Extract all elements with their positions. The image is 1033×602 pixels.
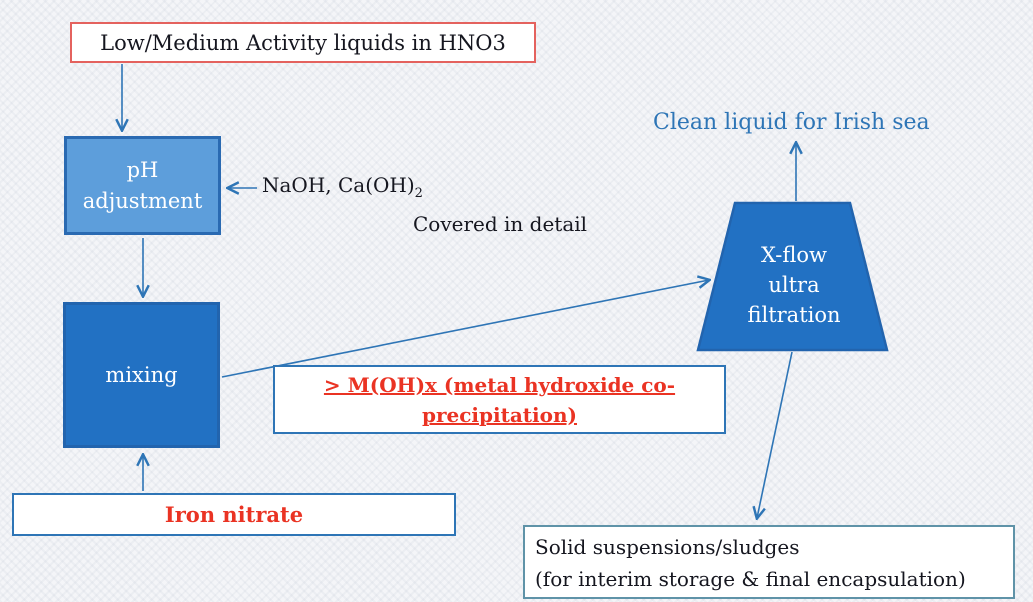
feed-label: Low/Medium Activity liquids in HNO3 — [100, 30, 506, 55]
precipitation-line1: > M(OH)x (metal hydroxide co- — [323, 372, 676, 397]
xflow-trapezoid — [696, 201, 889, 352]
xflow-line2: ultra — [768, 272, 820, 297]
reagents-subscript: 2 — [414, 186, 423, 201]
reagents-text: NaOH, Ca(OH) — [262, 173, 415, 197]
ph-adjustment-box: pH adjustment — [64, 136, 221, 235]
xflow-line3: filtration — [747, 302, 841, 327]
ph-label-line2: adjustment — [82, 188, 203, 213]
arrow-xflow-to-sludge — [757, 351, 793, 518]
precipitation-line2: precipitation) — [422, 402, 577, 427]
note-text: Covered in detail — [413, 212, 588, 236]
arrow-mixing-to-xflow — [221, 280, 709, 378]
iron-nitrate-box: Iron nitrate — [12, 493, 456, 536]
ph-label-line1: pH — [126, 158, 159, 183]
sludge-line1: Solid suspensions/sludges — [535, 535, 800, 559]
sludge-box: Solid suspensions/sludges (for interim s… — [523, 525, 1015, 599]
clean-liquid-label: Clean liquid for Irish sea — [653, 110, 930, 135]
sludge-line2: (for interim storage & final encapsulati… — [535, 567, 966, 591]
reagents-label: NaOH, Ca(OH)2 — [262, 173, 423, 201]
iron-nitrate-label: Iron nitrate — [164, 502, 304, 527]
xflow-label: X-flow ultra filtration — [700, 241, 888, 330]
mixing-box: mixing — [63, 302, 220, 448]
precipitation-box: > M(OH)x (metal hydroxide co- precipitat… — [273, 365, 726, 434]
clean-liquid-text: Clean liquid for Irish sea — [653, 110, 930, 135]
xflow-line1: X-flow — [761, 243, 827, 267]
feed-box: Low/Medium Activity liquids in HNO3 — [70, 22, 536, 63]
covered-in-detail-note: Covered in detail — [413, 212, 587, 236]
mixing-label: mixing — [105, 363, 178, 387]
